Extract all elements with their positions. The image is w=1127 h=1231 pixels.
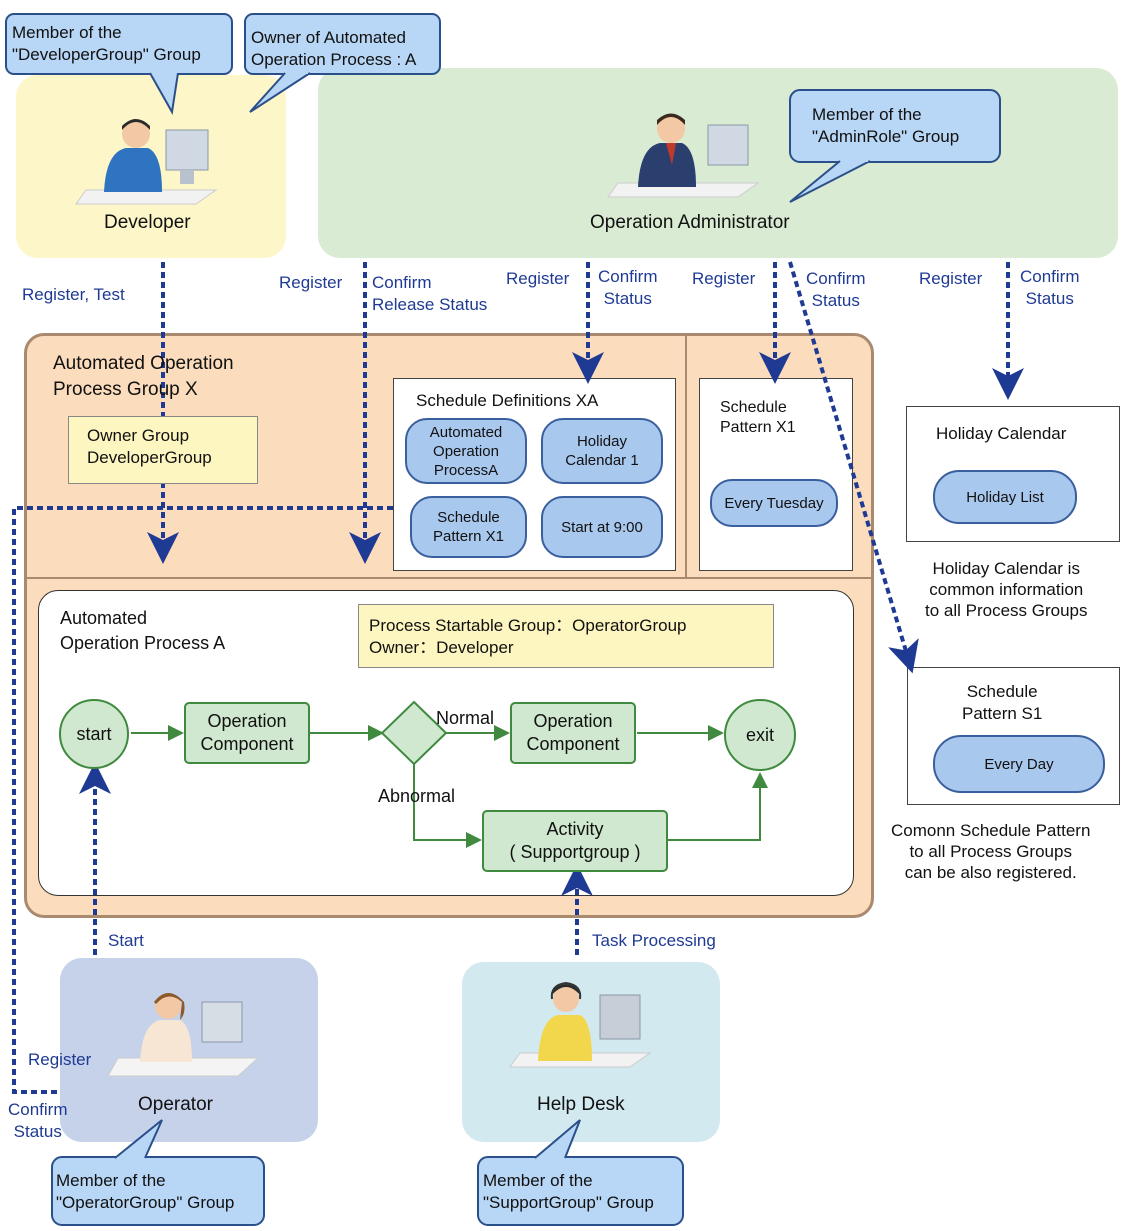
helpdesk-person-icon: [509, 981, 652, 1068]
process-flow-lines: [131, 725, 768, 848]
callout-developer-group-text: Member of the "DeveloperGroup" Group: [12, 23, 201, 64]
schedule-item-holiday-calendar: Holiday Calendar 1: [541, 418, 663, 484]
group-divider-horizontal: [27, 577, 871, 579]
operator-label: Operator: [138, 1094, 213, 1115]
label-start: Start: [108, 931, 144, 950]
label-register-2: Register: [506, 269, 570, 288]
flow-abnormal-label: Abnormal: [378, 786, 456, 806]
label-register-1: Register: [279, 273, 343, 292]
process-a-title: Automated Operation Process A: [60, 608, 226, 653]
developer-person-icon: [75, 119, 218, 205]
callout-operator-group-text: Member of the "OperatorGroup" Group: [56, 1171, 235, 1212]
label-register-test: Register, Test: [22, 285, 125, 304]
label-confirm-status-2: Confirm Status: [806, 269, 866, 310]
label-register-op: Register: [28, 1050, 92, 1069]
developer-label: Developer: [104, 212, 191, 233]
process-a-info: Process Startable Group：OperatorGroup Ow…: [358, 604, 774, 668]
schedule-item-pattern-x1: Schedule Pattern X1: [410, 496, 527, 558]
label-confirm-status-3: Confirm Status: [1020, 267, 1080, 308]
holiday-calendar-title: Holiday Calendar: [936, 424, 1067, 443]
label-register-4: Register: [919, 269, 983, 288]
flow-normal-label: Normal: [436, 708, 495, 728]
helpdesk-label: Help Desk: [537, 1094, 625, 1115]
label-confirm-status-1: Confirm Status: [598, 267, 658, 308]
schedule-pattern-s1-title: Schedule Pattern S1: [962, 682, 1043, 723]
callout-support-group: [477, 1119, 684, 1226]
schedule-pattern-x1-item: Every Tuesday: [710, 479, 838, 527]
flow-operation-component-2: Operation Component: [510, 702, 636, 764]
holiday-list-item: Holiday List: [933, 470, 1077, 524]
label-register-3: Register: [692, 269, 756, 288]
schedule-pattern-x1-title: Schedule Pattern X1: [720, 399, 796, 436]
flow-start-node: start: [59, 699, 129, 769]
label-task-processing: Task Processing: [592, 931, 716, 950]
decision-diamond: [380, 700, 448, 766]
access-arrows: [12, 261, 1024, 1094]
schedule-pattern-s1-note: Comonn Schedule Pattern to all Process G…: [891, 821, 1091, 882]
holiday-calendar-note: Holiday Calendar is common information t…: [925, 559, 1088, 620]
callout-support-group-text: Member of the "SupportGroup" Group: [483, 1171, 654, 1212]
process-group-title: Automated Operation Process Group X: [53, 353, 234, 400]
label-confirm-release: Confirm Release Status: [372, 273, 488, 314]
group-divider-vertical: [685, 336, 687, 577]
callout-admin-group: [789, 89, 1001, 203]
schedule-pattern-s1-item: Every Day: [933, 735, 1105, 793]
flow-operation-component-1: Operation Component: [184, 702, 310, 764]
administrator-person-icon: [607, 113, 760, 198]
schedule-item-process-a: Automated Operation ProcessA: [405, 418, 527, 484]
flow-exit-node: exit: [724, 699, 796, 771]
owner-group-note: Owner Group DeveloperGroup: [68, 416, 258, 484]
callout-owner-text: Owner of Automated Operation Process : A: [251, 28, 417, 69]
flow-activity-node: Activity ( Supportgroup ): [482, 810, 668, 872]
schedule-item-start-time: Start at 9:00: [541, 496, 663, 558]
callout-operator-group: [51, 1119, 265, 1226]
label-confirm-status-op: Confirm Status: [8, 1100, 68, 1141]
callout-admin-group-text: Member of the "AdminRole" Group: [812, 105, 960, 146]
operator-person-icon: [107, 993, 260, 1077]
callout-owner: [244, 13, 441, 113]
callout-developer-group: [5, 13, 233, 116]
schedule-definitions-title: Schedule Definitions XA: [416, 391, 599, 410]
administrator-label: Operation Administrator: [590, 212, 790, 233]
